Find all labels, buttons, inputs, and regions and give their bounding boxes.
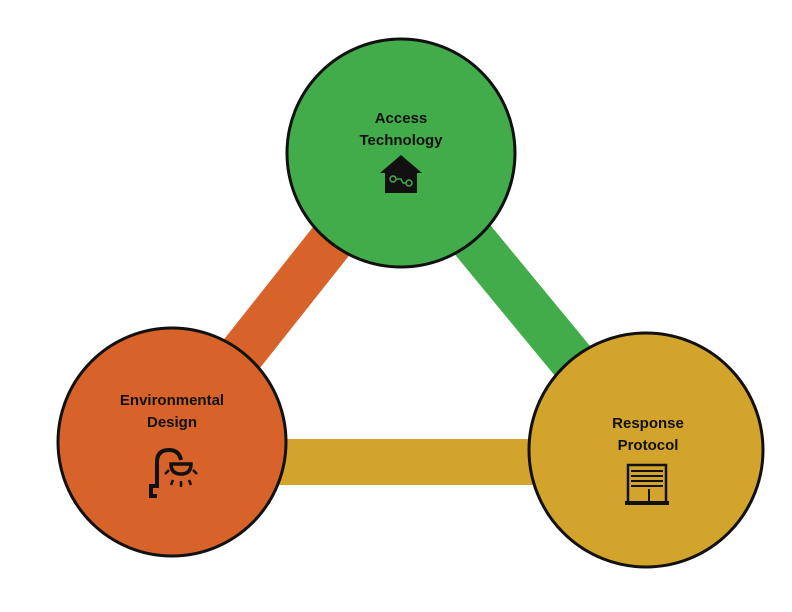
shuttered-storefront-icon bbox=[625, 463, 669, 505]
node-access-technology: Access Technology bbox=[285, 37, 517, 269]
node-response-circle bbox=[527, 331, 765, 569]
house-circuit-icon bbox=[380, 155, 422, 193]
node-environmental-label-line1: Environmental bbox=[120, 392, 224, 409]
node-response-label-line1: Response bbox=[612, 415, 684, 432]
street-lamp-icon bbox=[149, 447, 198, 498]
node-access-label-line2: Technology bbox=[359, 132, 443, 149]
node-access-label-line1: Access bbox=[375, 110, 428, 127]
node-access-circle bbox=[285, 37, 517, 269]
node-response-protocol: Response Protocol bbox=[527, 331, 765, 569]
node-environmental-circle bbox=[56, 326, 288, 558]
node-response-label-line2: Protocol bbox=[618, 437, 679, 454]
node-environmental-design: Environmental Design bbox=[56, 326, 288, 558]
node-environmental-label-line2: Design bbox=[147, 414, 197, 431]
